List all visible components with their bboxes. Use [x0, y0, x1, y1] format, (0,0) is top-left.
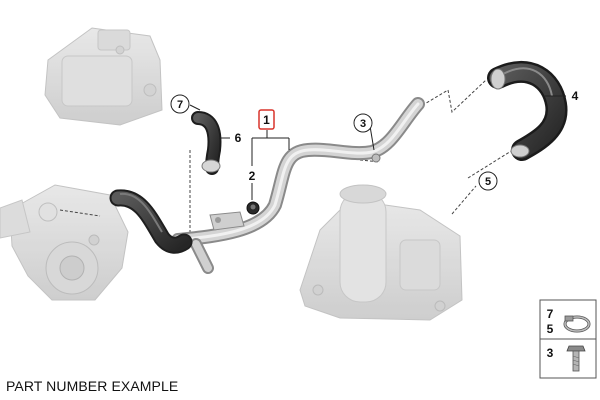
coolant-pipe-assembly: [171, 97, 425, 274]
callout-6[interactable]: 6: [235, 131, 242, 145]
bolt-icon: [566, 345, 586, 372]
callout-1-label: 1: [263, 113, 270, 127]
callout-5[interactable]: 5: [478, 171, 498, 191]
callout-2-label: 2: [249, 169, 256, 183]
hose-part-6: [191, 111, 222, 175]
callout-1-bracket: [251, 130, 290, 166]
legend-row-bolt[interactable]: 3: [547, 345, 586, 372]
callout-2[interactable]: 2: [249, 169, 256, 183]
callout-7-circle: [170, 94, 190, 114]
hose-part-4: [487, 61, 568, 161]
callout-6-label: 6: [235, 131, 242, 145]
callout-4-label: 4: [572, 89, 579, 103]
callout-3-circle: [353, 113, 373, 133]
diagram-caption: PART NUMBER EXAMPLE: [6, 378, 179, 394]
callout-3[interactable]: 3: [353, 113, 373, 133]
callout-5-circle: [478, 171, 498, 191]
legend-row-clamp[interactable]: 7 5: [547, 307, 591, 336]
bolt-part-2: [246, 201, 260, 215]
hose-clamp-icon: [563, 315, 591, 333]
oil-filter-housing-ghost: [299, 184, 463, 321]
legend-label-5: 5: [547, 322, 554, 336]
pump-hose: [109, 189, 193, 254]
legend-label-7: 7: [547, 307, 554, 321]
callout-1-highlight-box: [258, 109, 275, 130]
assembly-guide-lines: [59, 79, 517, 235]
callout-4[interactable]: 4: [572, 89, 579, 103]
water-pump-ghost: [0, 184, 129, 301]
legend-label-3: 3: [547, 346, 554, 360]
egr-cooler-ghost: [44, 27, 163, 126]
callout-3-label: 3: [360, 118, 366, 130]
hardware-legend: 7 5 3: [539, 299, 597, 379]
callout-1[interactable]: 1: [258, 109, 275, 130]
callout-5-label: 5: [485, 176, 491, 188]
leader-lines: [189, 95, 566, 200]
callout-7-label: 7: [177, 99, 183, 111]
callout-7[interactable]: 7: [170, 94, 190, 114]
